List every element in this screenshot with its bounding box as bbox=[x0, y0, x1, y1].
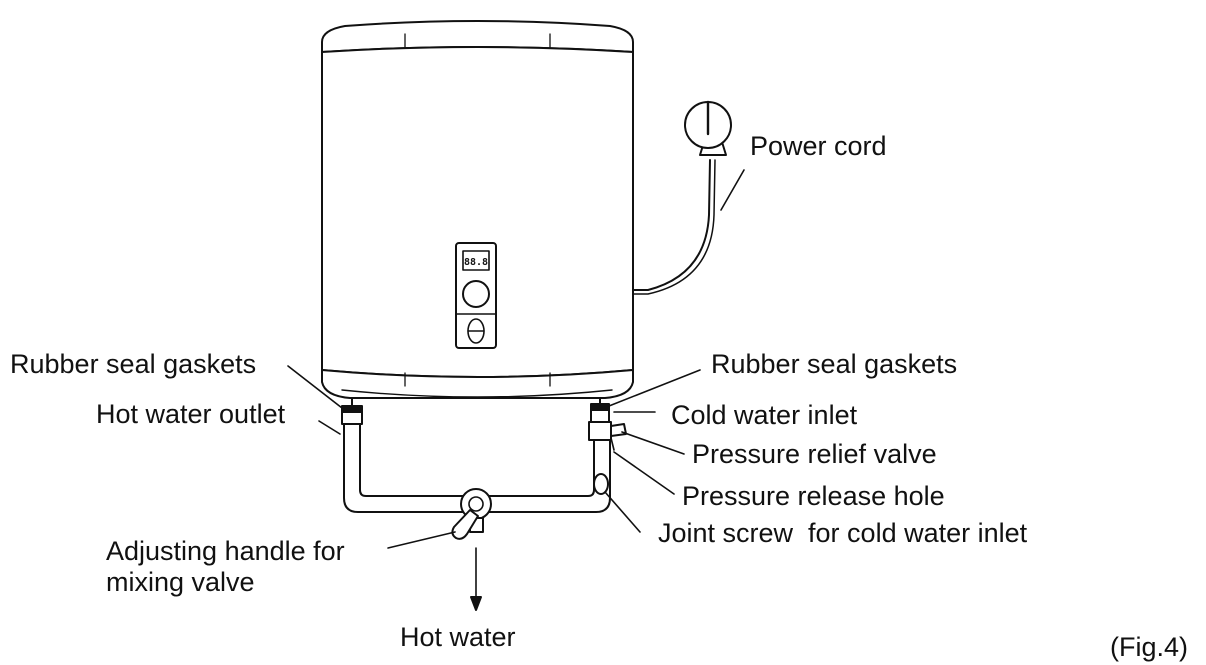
pressure-relief-valve-body bbox=[588, 421, 612, 441]
cold-water-inlet-fitting bbox=[588, 397, 627, 495]
tank-bottom-shade bbox=[341, 389, 613, 398]
leader-rubber-seal-left bbox=[287, 365, 343, 409]
leader-joint-screw bbox=[604, 491, 641, 533]
tank-bottom-cap bbox=[321, 369, 634, 399]
leader-rubber-seal-right bbox=[608, 369, 701, 407]
label-pressure-relief-valve: Pressure relief valve bbox=[692, 439, 937, 469]
mixing-valve-handle bbox=[451, 509, 479, 540]
pressure-relief-valve-lever bbox=[610, 423, 627, 437]
leader-lines bbox=[287, 169, 745, 549]
power-cord-assembly bbox=[632, 100, 732, 295]
control-knob bbox=[462, 280, 490, 308]
digital-display-readout: 88.8 bbox=[464, 257, 488, 268]
mixing-pipe bbox=[343, 423, 611, 540]
label-rubber-seal-left: Rubber seal gaskets bbox=[10, 349, 257, 379]
mixing-pipe-inner bbox=[359, 423, 595, 497]
label-figure-number: (Fig.4) bbox=[1110, 632, 1189, 662]
power-cord-cable bbox=[632, 159, 711, 291]
label-rubber-seal-right: Rubber seal gaskets bbox=[711, 349, 958, 379]
joint-screw bbox=[593, 473, 609, 495]
hot-outlet-nut bbox=[341, 411, 363, 425]
control-panel: 88.8 bbox=[455, 242, 497, 349]
hot-water-arrow bbox=[470, 547, 482, 611]
label-power-cord: Power cord bbox=[750, 131, 887, 161]
leader-pressure-release-hole bbox=[613, 451, 675, 495]
water-heater-tank bbox=[321, 20, 634, 399]
leader-power-cord bbox=[720, 169, 745, 211]
leader-hot-water-outlet bbox=[318, 420, 341, 435]
leader-adjusting-handle bbox=[387, 531, 456, 549]
digital-display bbox=[462, 250, 490, 271]
label-adjusting-handle-line1: Adjusting handle for bbox=[106, 536, 345, 566]
hot-water-outlet-fitting bbox=[341, 397, 363, 425]
label-pressure-release-hole: Pressure release hole bbox=[682, 481, 945, 511]
leader-pressure-relief-valve bbox=[621, 431, 685, 455]
mixing-valve-center bbox=[468, 496, 484, 512]
label-hot-water: Hot water bbox=[400, 622, 516, 652]
label-joint-screw: Joint screw for cold water inlet bbox=[658, 518, 1028, 548]
label-cold-water-inlet: Cold water inlet bbox=[671, 400, 858, 430]
label-adjusting-handle-line2: mixing valve bbox=[106, 567, 255, 597]
label-hot-water-outlet: Hot water outlet bbox=[96, 399, 286, 429]
power-cord-cable-inner bbox=[632, 159, 716, 295]
pressure-release-hole-outlet bbox=[610, 437, 615, 451]
cold-inlet-nut bbox=[590, 409, 610, 423]
hot-water-arrow-head bbox=[470, 596, 482, 611]
